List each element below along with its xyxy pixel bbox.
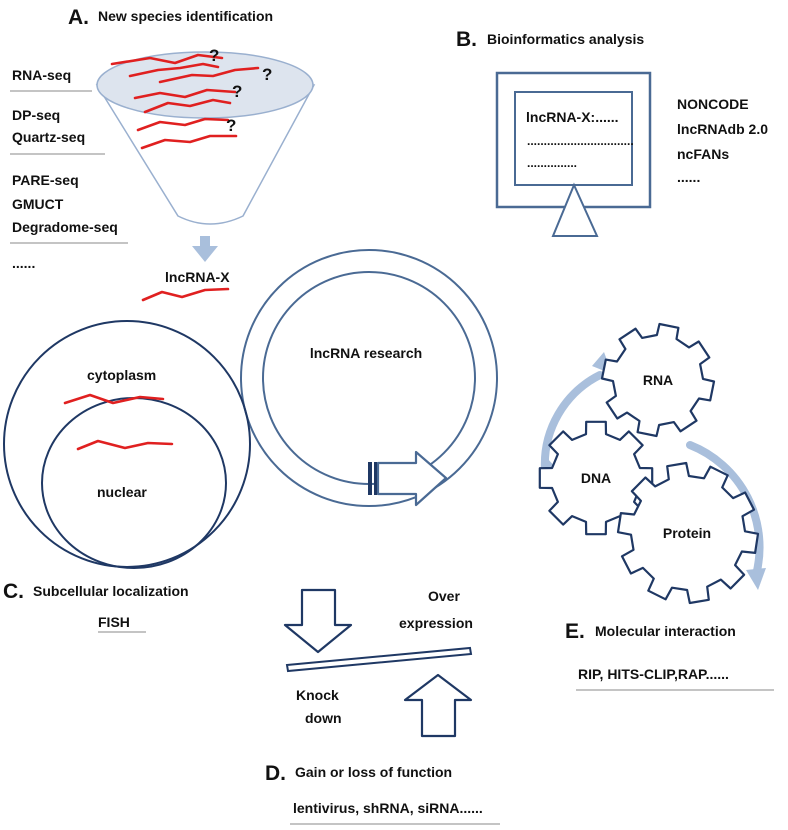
- nuclear-label: nuclear: [97, 484, 147, 500]
- center-label: lncRNA research: [310, 345, 422, 361]
- e-methods: RIP, HITS-CLIP,RAP......: [578, 666, 729, 682]
- section-d-letter: D.: [265, 762, 286, 785]
- method-ellipsis: ......: [12, 255, 35, 271]
- db-noncode: NONCODE: [677, 96, 749, 112]
- screen-line-3: ...............: [527, 156, 577, 170]
- rna-strand: [140, 134, 238, 150]
- over-expression-arrow-icon: [403, 673, 473, 738]
- monitor-stand: [551, 182, 599, 237]
- cytoplasm-rna-strand: [63, 393, 165, 405]
- over-label-line-1: Over: [428, 588, 460, 604]
- funnel-body: [95, 84, 316, 225]
- section-e-letter: E.: [565, 620, 585, 643]
- method-rna-seq: RNA-seq: [12, 67, 71, 83]
- arrow-tail-bar: [374, 462, 377, 495]
- section-b-title: Bioinformatics analysis: [487, 31, 644, 47]
- db-lncrnadb: lncRNAdb 2.0: [677, 121, 768, 137]
- method-quartz-seq: Quartz-seq: [12, 129, 85, 145]
- knock-label-line-1: Knock: [296, 687, 339, 703]
- monitor-screen: [514, 91, 633, 186]
- section-d-title: Gain or loss of function: [295, 764, 452, 780]
- question-mark: ?: [232, 82, 242, 101]
- method-dp-seq: DP-seq: [12, 107, 60, 123]
- cell-membrane: [3, 320, 251, 568]
- cycle-arrow-icon: [376, 450, 448, 507]
- down-arrow-icon: [192, 236, 218, 262]
- section-d: Over expression Knock down D. Gain or lo…: [265, 588, 500, 825]
- section-c-title: Subcellular localization: [33, 583, 189, 599]
- method-pare-seq: PARE-seq: [12, 172, 79, 188]
- method-gmuct: GMUCT: [12, 196, 64, 212]
- lncrna-x-label: lncRNA-X: [165, 269, 230, 285]
- section-b-letter: B.: [456, 28, 477, 51]
- lncrna-x-strand: [141, 287, 230, 302]
- arrow-tail-bar: [368, 462, 372, 495]
- method-degradome-seq: Degradome-seq: [12, 219, 118, 235]
- gear-rna-icon: [600, 322, 716, 438]
- cycle-arc: [540, 371, 604, 474]
- rna-strand: [133, 88, 237, 100]
- db-ncfans: ncFANs: [677, 146, 729, 162]
- gear-layer: [538, 322, 760, 605]
- rna-strand: [143, 98, 232, 114]
- section-e-title: Molecular interaction: [595, 623, 736, 639]
- gear-protein-icon: [616, 461, 760, 605]
- knock-down-arrow-icon: [283, 588, 353, 654]
- section-a-title: New species identification: [98, 8, 273, 24]
- nucleus-membrane: [41, 397, 227, 569]
- question-mark: ?: [262, 65, 272, 84]
- gear-label-rna: RNA: [643, 372, 673, 388]
- cycle-ring-inner: [262, 271, 476, 485]
- balance-beam: [285, 646, 473, 673]
- over-label-line-2: expression: [399, 615, 473, 631]
- cytoplasm-label: cytoplasm: [87, 367, 156, 383]
- rna-strand: [128, 62, 220, 78]
- question-mark: ?: [226, 116, 236, 135]
- section-a: A. New species identification RNA-seq DP…: [10, 6, 316, 302]
- screen-line-2: ................................: [527, 134, 634, 148]
- nuclear-rna-strand: [76, 439, 174, 451]
- section-a-letter: A.: [68, 6, 89, 29]
- section-c-letter: C.: [3, 580, 24, 603]
- center-cycle: lncRNA research: [240, 249, 498, 507]
- funnel-rna-strands: [110, 53, 260, 150]
- question-mark: ?: [209, 46, 219, 65]
- rna-strand: [110, 53, 224, 66]
- section-e: RNA DNA Protein E. Molecular interaction…: [538, 322, 774, 691]
- knock-label-line-2: down: [305, 710, 342, 726]
- d-methods: lentivirus, shRNA, siRNA......: [293, 800, 483, 816]
- cycle-ring-outer: [240, 249, 498, 507]
- section-c: cytoplasm nuclear C. Subcellular localiz…: [3, 320, 251, 633]
- fish-method: FISH: [98, 614, 130, 630]
- arc-arrowhead-icon: [746, 568, 766, 590]
- db-ellipsis: ......: [677, 169, 700, 185]
- section-b: B. Bioinformatics analysis lncRNA-X:....…: [456, 28, 768, 237]
- rna-strand: [158, 66, 260, 84]
- gear-label-protein: Protein: [663, 525, 711, 541]
- screen-line-1: lncRNA-X:......: [526, 109, 619, 125]
- rna-strand: [136, 117, 230, 132]
- gear-label-dna: DNA: [581, 470, 611, 486]
